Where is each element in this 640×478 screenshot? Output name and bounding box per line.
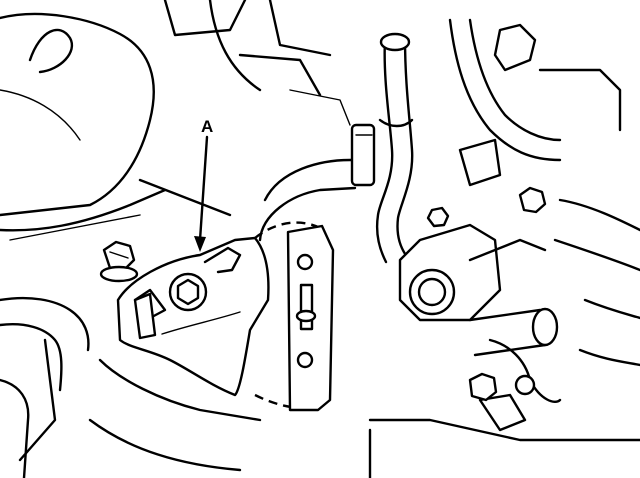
left-hoses [0, 296, 262, 478]
reservoir-tank [0, 12, 167, 241]
vertical-plate [286, 224, 335, 412]
bracket-a [116, 236, 270, 397]
callout-a-label: A [201, 117, 213, 136]
callout-a-arrow [194, 135, 209, 252]
middle-hose [258, 123, 376, 242]
right-pipes [368, 18, 640, 478]
valve-body [398, 206, 559, 357]
left-bolt [99, 240, 139, 283]
upper-structure [138, 0, 351, 217]
center-hose [375, 32, 414, 264]
